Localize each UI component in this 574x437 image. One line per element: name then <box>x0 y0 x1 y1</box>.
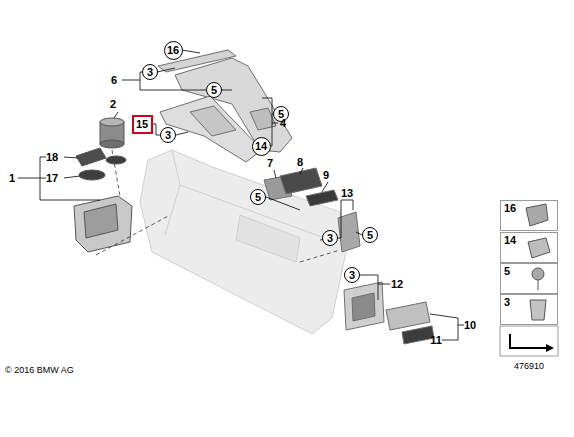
callout-number: 14 <box>504 235 516 246</box>
dashed-leaders <box>96 150 340 262</box>
part-number: 2 <box>110 99 116 110</box>
callout-number: 3 <box>165 130 171 141</box>
copyright-note: © 2016 BMW AG <box>5 366 74 375</box>
callout-number: 15 <box>136 119 148 130</box>
part-number: 1 <box>9 173 15 184</box>
callout-circle: 5 <box>362 227 378 243</box>
callout-number: 3 <box>327 233 333 244</box>
highlighted-callout: 15 <box>132 115 153 134</box>
callout-number: 14 <box>255 141 267 152</box>
callout-circle: 16 <box>164 41 183 60</box>
callout-number: 3 <box>504 297 510 308</box>
part-number: 11 <box>430 335 442 346</box>
fastener-legend-box: 3 <box>500 294 558 325</box>
part-number: 4 <box>280 118 286 129</box>
callout-number: 16 <box>167 45 179 56</box>
cupholder <box>74 118 132 252</box>
part-number: 9 <box>323 170 329 181</box>
callout-circle: 3 <box>344 267 360 283</box>
part-number: 13 <box>341 188 353 199</box>
callout-number: 5 <box>504 266 510 277</box>
part-number: 10 <box>464 320 476 331</box>
callout-circle: 5 <box>250 189 266 205</box>
callout-number: 3 <box>349 270 355 281</box>
callout-circle: 3 <box>142 64 158 80</box>
brackets <box>18 50 464 340</box>
callout-circle: 3 <box>160 127 176 143</box>
part-number: 18 <box>46 152 58 163</box>
fastener-legend-box: 5 <box>500 263 558 294</box>
fastener-icons <box>500 204 558 356</box>
callout-number: 5 <box>255 192 261 203</box>
callout-number: 16 <box>504 203 516 214</box>
callout-number: 3 <box>147 67 153 78</box>
part-number: 6 <box>111 75 117 86</box>
callout-number: 5 <box>367 230 373 241</box>
diagram-number: 476910 <box>514 362 544 371</box>
part-number: 8 <box>297 157 303 168</box>
fastener-legend-box: 14 <box>500 232 558 263</box>
part-number: 17 <box>46 173 58 184</box>
callout-circle: 5 <box>206 82 222 98</box>
callout-number: 5 <box>211 85 217 96</box>
part-number: 12 <box>391 279 403 290</box>
trim-parts <box>158 50 434 344</box>
part-number: 7 <box>267 158 273 169</box>
callout-circle: 3 <box>322 230 338 246</box>
callout-circle: 14 <box>252 137 271 156</box>
fastener-legend-box: 16 <box>500 200 558 231</box>
console-body <box>140 150 346 334</box>
